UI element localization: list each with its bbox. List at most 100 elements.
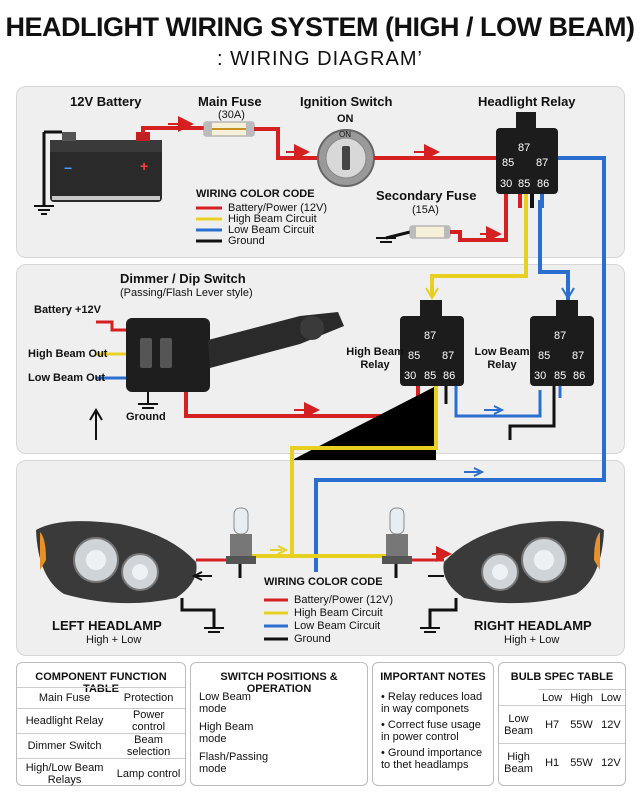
table-cell: High Beam — [499, 743, 538, 782]
table-header: Low — [596, 689, 625, 706]
hb-relay-pin-87: 87 — [424, 330, 437, 342]
table-cell: H7 — [538, 705, 567, 744]
lb-relay-pin-87: 87 — [554, 330, 567, 342]
switch-mode-low: Low Beam mode — [199, 691, 251, 715]
table-cell: 55W — [566, 705, 597, 744]
legend-bottom-power: Battery/Power (12V) — [294, 594, 394, 606]
table-header: Low — [538, 689, 567, 706]
main-fuse-icon — [203, 121, 255, 137]
note-item: • Correct fuse usage in power control — [381, 719, 481, 743]
ignition-switch-label: Ignition Switch — [300, 94, 393, 109]
low-beam-relay-label: Low Beam Relay — [474, 346, 530, 371]
legend-title-top: WIRING COLOR CODE — [196, 188, 315, 200]
table-cell: H1 — [538, 743, 567, 782]
relay-pin-85: 85 — [502, 157, 515, 169]
table-cell: Protection — [112, 687, 185, 709]
low-beam-out-label: Low Beam Out — [28, 372, 106, 384]
table-cell: Lamp control — [112, 758, 185, 789]
bulb-table-title: BULB SPEC TABLE — [510, 671, 614, 683]
page-subtitle: : WIRING DIAGRAM’ — [217, 48, 423, 70]
note-text: Correct fuse usage in power control — [381, 719, 481, 743]
table-cell: Power control — [112, 708, 185, 734]
high-beam-relay-icon — [400, 300, 464, 386]
hb-relay-pin-30: 30 — [404, 370, 417, 382]
dimmer-switch-subtitle: (Passing/Flash Lever style) — [120, 287, 253, 299]
right-headlamp-icon — [443, 521, 604, 604]
relay-pin-87-top: 87 — [518, 142, 531, 154]
note-text: Ground importance to thet headlamps — [381, 747, 483, 771]
important-notes-box: IMPORTANT NOTES • Relay reduces load in … — [372, 662, 494, 786]
switch-panel — [16, 264, 625, 454]
left-bulb-icon — [226, 507, 256, 564]
dimmer-ground-label: Ground — [126, 411, 166, 423]
note-item: • Ground importance to thet headlamps — [381, 747, 483, 771]
legend-title-bottom: WIRING COLOR CODE — [264, 576, 383, 588]
lb-relay-pin-85b: 85 — [554, 370, 567, 382]
table-cell: Low Beam — [499, 705, 538, 744]
lb-relay-pin-85: 85 — [538, 350, 551, 362]
hb-relay-pin-86: 86 — [443, 370, 456, 382]
table-cell: 55W — [566, 743, 597, 782]
left-headlamp-icon — [36, 521, 197, 604]
legend-low: Low Beam Circuit — [228, 224, 315, 236]
lb-relay-pin-30: 30 — [534, 370, 547, 382]
table-cell: 12V — [596, 743, 625, 782]
right-headlamp-sub: High + Low — [504, 634, 560, 646]
page-title: HEADLIGHT WIRING SYSTEM (HIGH / LOW BEAM… — [5, 12, 635, 42]
lb-relay-pin-87b: 87 — [572, 350, 585, 362]
table-cell: Headlight Relay — [17, 708, 113, 734]
legend-bottom-high: High Beam Circuit — [294, 607, 383, 619]
relay-pin-86: 86 — [537, 178, 550, 190]
relay-pin-30: 30 — [500, 178, 513, 190]
notes-title: IMPORTANT NOTES — [380, 671, 486, 683]
legend-ground: Ground — [228, 235, 265, 247]
right-bulb-icon — [382, 507, 412, 564]
switch-mode-flash: Flash/Passing mode — [199, 751, 269, 775]
secondary-fuse-label: Secondary Fuse — [376, 188, 477, 203]
left-headlamp-label: LEFT HEADLAMP — [52, 618, 162, 633]
table-cell: High/Low Beam Relays — [17, 758, 113, 789]
ground-symbol-icon — [34, 205, 54, 215]
hb-relay-pin-87b: 87 — [442, 350, 455, 362]
note-text: Relay reduces load in way componets — [381, 691, 483, 715]
relay-pin-87b: 87 — [536, 157, 549, 169]
note-item: • Relay reduces load in way componets — [381, 691, 483, 715]
secondary-fuse-icon — [409, 225, 451, 239]
table-cell: Dimmer Switch — [17, 733, 113, 759]
table-header: High — [566, 689, 597, 706]
legend-power: Battery/Power (12V) — [228, 202, 328, 214]
legend-bottom-ground: Ground — [294, 633, 331, 645]
battery-icon — [50, 132, 162, 202]
battery-minus-sign: − — [64, 160, 73, 176]
low-beam-relay-icon — [530, 300, 594, 386]
battery-in-label: Battery +12V — [34, 304, 101, 316]
hb-relay-pin-85: 85 — [408, 350, 421, 362]
battery-plus-sign: + — [140, 158, 149, 174]
right-headlamp-label: RIGHT HEADLAMP — [474, 618, 592, 633]
switch-positions-table: SWITCH POSITIONS & OPERATION Low Beam mo… — [190, 662, 368, 786]
left-headlamp-sub: High + Low — [86, 634, 142, 646]
switch-table-title: SWITCH POSITIONS & OPERATION — [220, 671, 338, 695]
dimmer-switch-icon[interactable] — [126, 312, 344, 392]
switch-mode-high: High Beam mode — [199, 721, 254, 745]
legend-bottom-low: Low Beam Circuit — [294, 620, 381, 632]
table-cell: Beam selection — [112, 733, 185, 759]
dimmer-switch-title: Dimmer / Dip Switch — [120, 271, 246, 286]
battery-label: 12V Battery — [70, 94, 142, 109]
relay-pin-85b: 85 — [518, 178, 531, 190]
ignition-on-inner-label: ON — [339, 130, 351, 139]
main-fuse-rating: (30A) — [218, 109, 245, 121]
table-cell: Main Fuse — [17, 687, 113, 709]
headlight-relay-label: Headlight Relay — [478, 94, 576, 109]
